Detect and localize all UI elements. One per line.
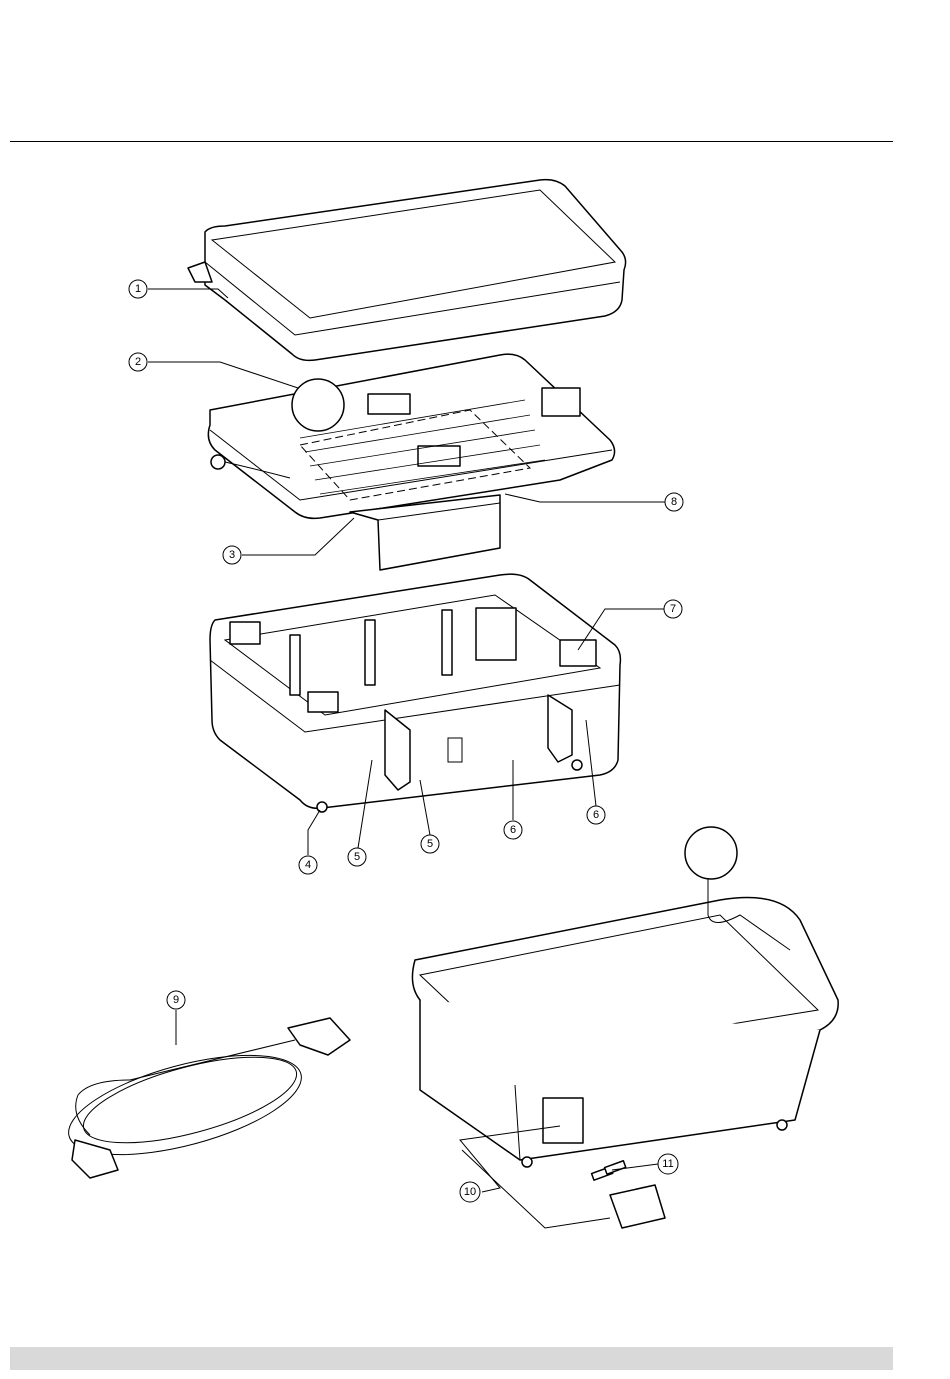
callout-9-label: 9	[173, 994, 179, 1006]
callout-1-label: 1	[135, 283, 141, 295]
callout-4-label: 4	[305, 859, 311, 871]
callout-11-label: 11	[662, 1158, 673, 1170]
callout-2-label: 2	[135, 356, 141, 368]
callout-5a: 5	[348, 848, 366, 866]
callout-6b-label: 6	[593, 809, 599, 821]
callout-1: 1	[129, 280, 147, 298]
callout-5b-label: 5	[427, 838, 433, 850]
callout-4: 4	[299, 856, 317, 874]
power-cord-part	[59, 1018, 350, 1178]
footer-bar	[10, 1347, 893, 1370]
callout-2: 2	[129, 353, 147, 371]
callout-7: 7	[664, 600, 682, 618]
callout-7-label: 7	[670, 603, 676, 615]
callout-10: 10	[460, 1182, 480, 1202]
callout-6a: 6	[504, 821, 522, 839]
callout-5b: 5	[421, 835, 439, 853]
callout-3: 3	[223, 546, 241, 564]
callout-5a-label: 5	[354, 851, 360, 863]
top-cover-part	[188, 180, 626, 361]
callout-8: 8	[665, 493, 683, 511]
callout-11: 11	[658, 1154, 678, 1174]
callout-6a-label: 6	[510, 824, 516, 836]
callout-3-label: 3	[229, 549, 235, 561]
callout-8-label: 8	[671, 496, 677, 508]
callout-10-label: 10	[464, 1186, 476, 1198]
callout-9: 9	[167, 991, 185, 1009]
callout-6b: 6	[587, 806, 605, 824]
base-housing-part	[210, 574, 620, 812]
